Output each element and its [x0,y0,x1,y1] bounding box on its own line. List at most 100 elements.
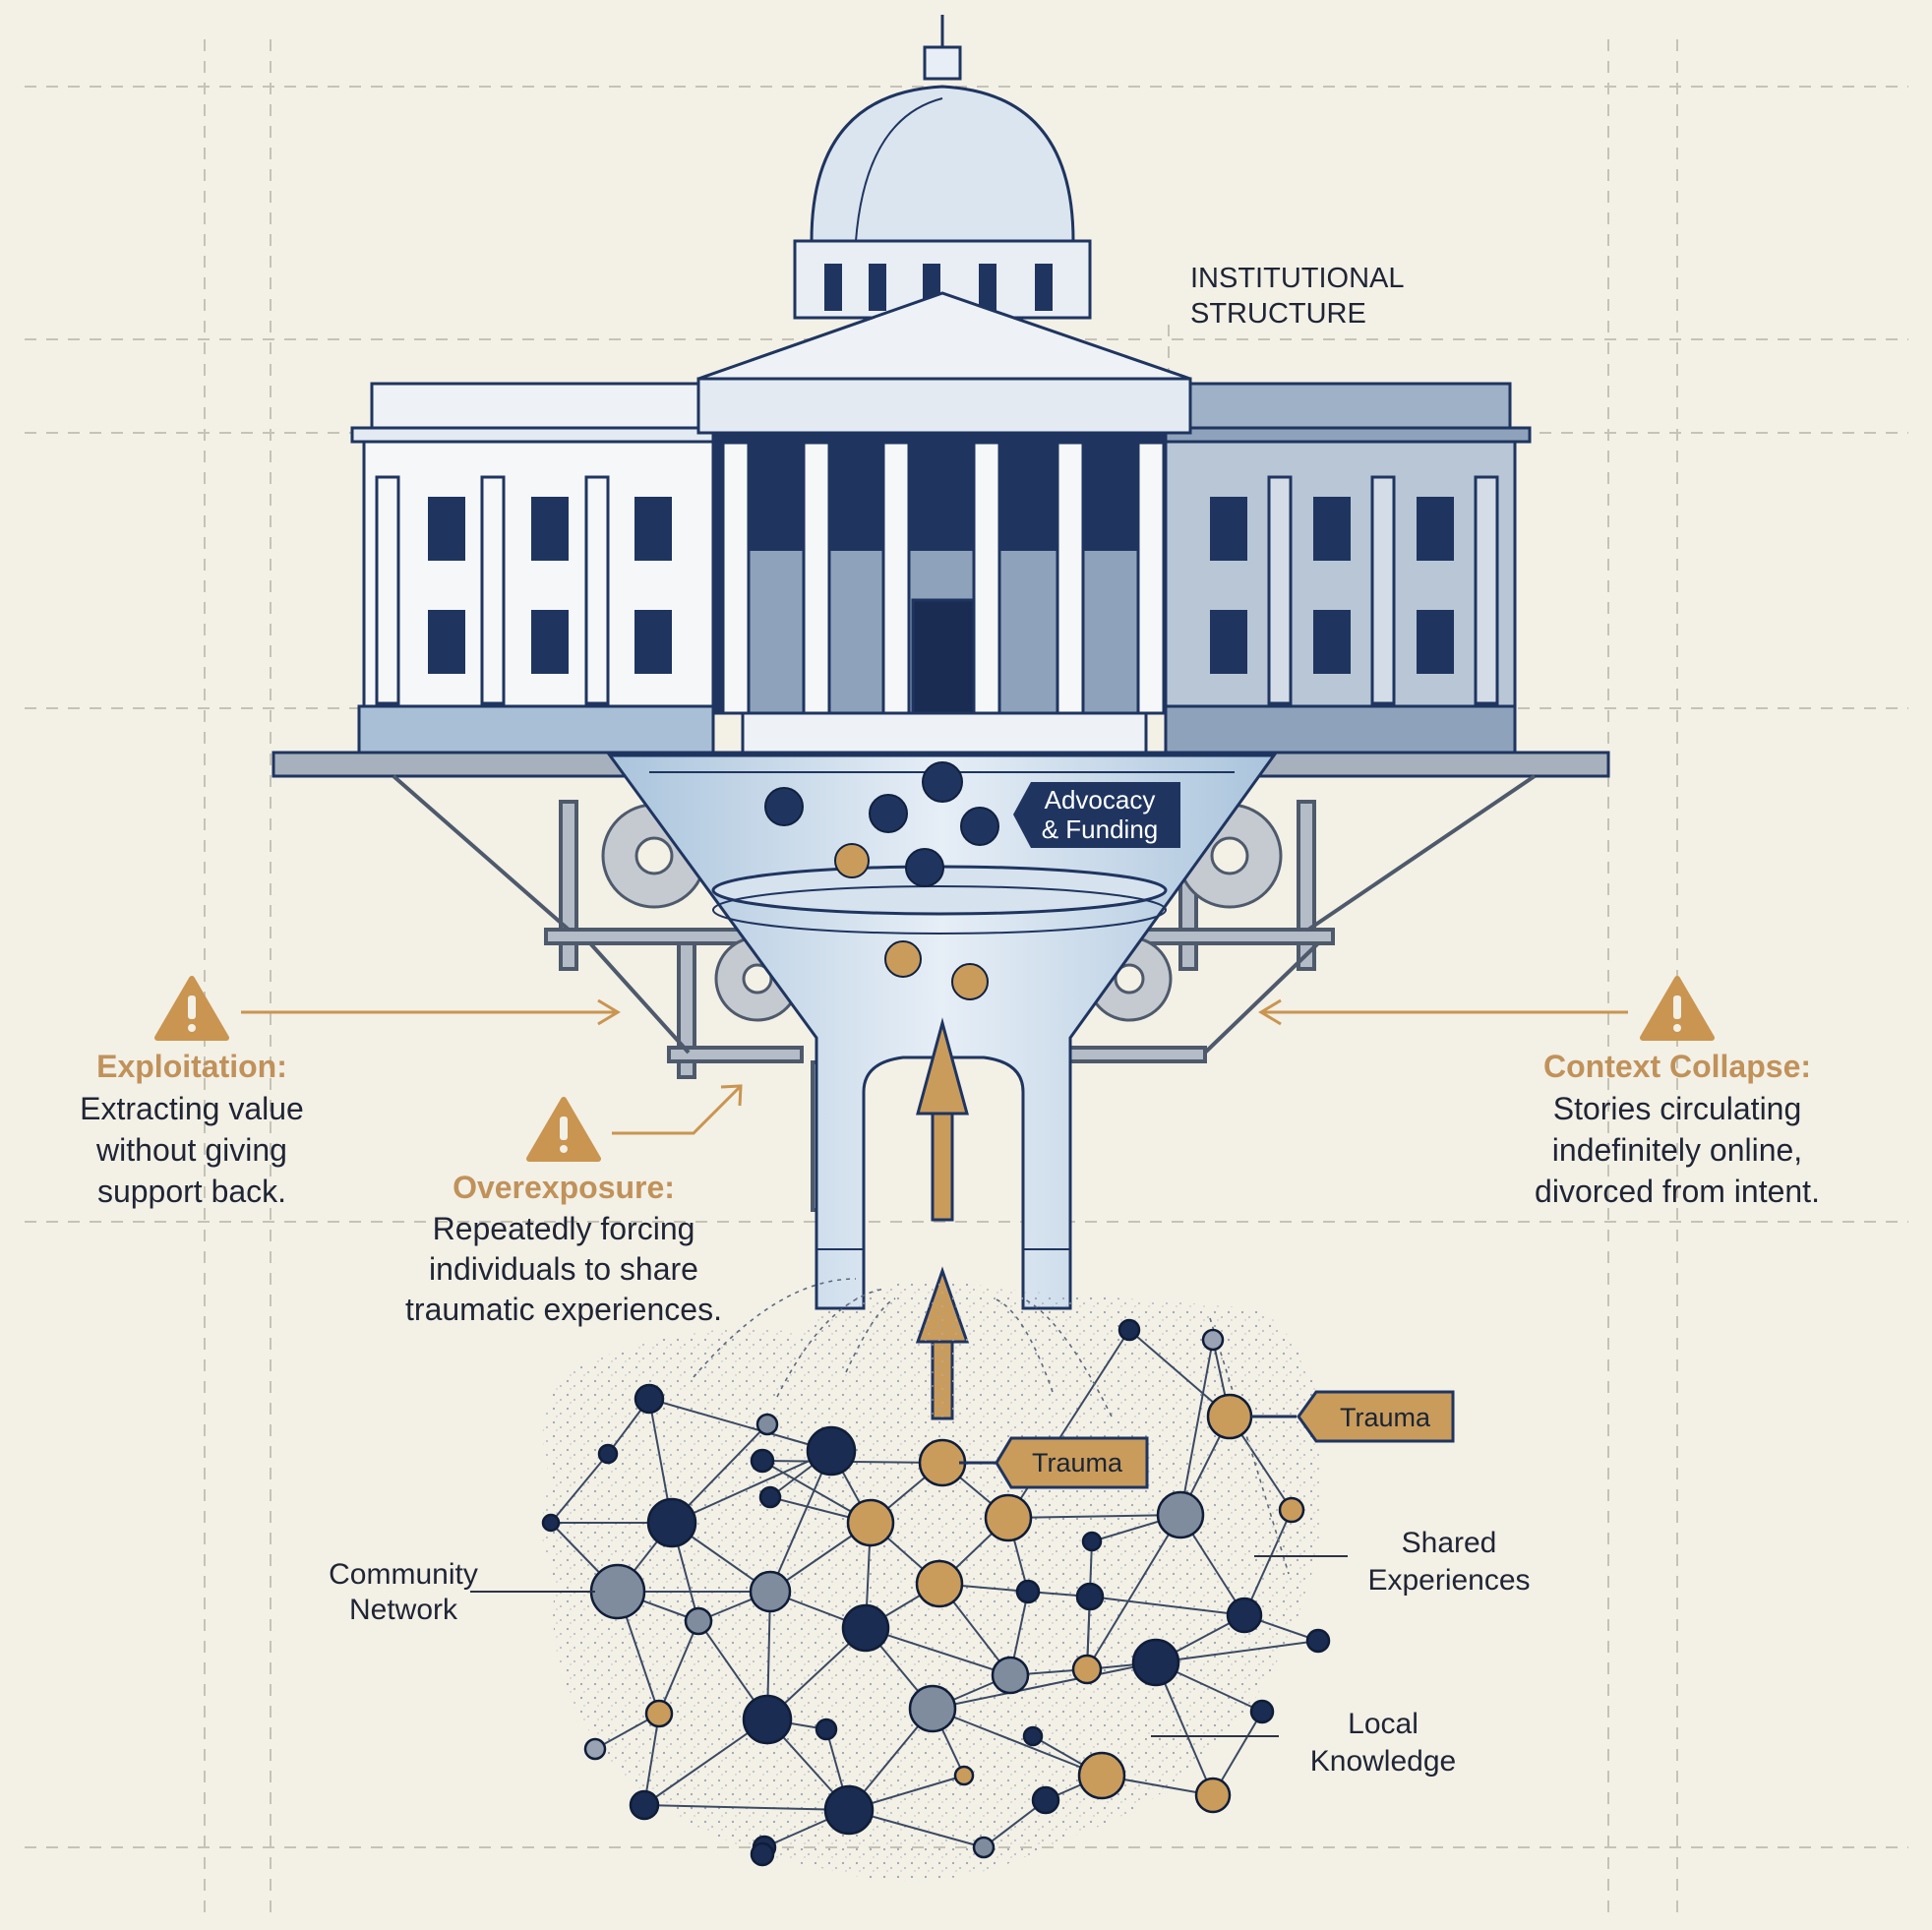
community-node [1015,1579,1041,1604]
advocacy-label-2: & Funding [1042,814,1159,844]
story-streams [693,1278,1290,1575]
community-node [991,1656,1030,1695]
institutional-label-2: STRUCTURE [1190,298,1366,330]
pediment [697,291,1191,381]
community-node [1031,1785,1060,1815]
trauma-node [1278,1496,1305,1524]
community-node [597,1443,619,1465]
network-edge [1179,1339,1214,1516]
context-collapse-text-2: indefinitely online, [1552,1132,1802,1168]
overexposure-text-2: individuals to share [429,1251,698,1287]
trauma-node [1206,1393,1253,1440]
network-edge [1243,1509,1293,1616]
network-edge [1155,1661,1214,1796]
community-node [742,1694,793,1745]
exploitation-callout: Exploitation: Extracting value without g… [80,976,621,1209]
trauma-node [915,1559,964,1608]
trauma-label-1: Trauma [1032,1448,1123,1478]
local-label-2: Knowledge [1310,1745,1456,1778]
community-node [815,1718,838,1741]
network-edge [932,1708,1103,1777]
community-node [823,1784,875,1836]
community-node [750,1448,775,1474]
overexposure-title: Overexposure: [453,1170,675,1205]
community-node [1305,1628,1331,1654]
trauma-label-2: Trauma [1340,1403,1431,1432]
dome-lantern [923,45,962,81]
community-network-label: Community Network [329,1558,595,1626]
institution-building [272,15,1610,778]
network-nodes [541,1318,1331,1867]
shared-experiences-label: Shared Experiences [1254,1527,1531,1597]
network-edge [1007,1514,1181,1519]
trauma-node [953,1765,975,1786]
trauma-node [918,1438,967,1487]
community-node [750,1841,775,1867]
network-edge [1089,1596,1245,1616]
institutional-label-1: INSTITUTIONAL [1190,263,1405,294]
trauma-tag-2: Trauma [1251,1390,1455,1443]
community-node [1201,1328,1225,1352]
exploitation-text-1: Extracting value [80,1091,304,1126]
exploitation-title: Exploitation: [96,1049,287,1084]
trauma-node [1071,1654,1103,1685]
advocacy-funding-tag: Advocacy & Funding [1013,782,1180,848]
community-label-1: Community [329,1558,478,1591]
community-node [1022,1725,1044,1747]
community-node [908,1684,957,1733]
community-node [1226,1597,1263,1634]
community-node [972,1836,996,1859]
network-edge [658,1620,699,1715]
trauma-node [1077,1751,1126,1800]
warning-icon [526,1097,601,1162]
community-node [1156,1490,1205,1539]
network-edge [643,1804,850,1811]
network-edge [671,1450,832,1524]
shared-label-1: Shared [1402,1527,1497,1559]
institutional-structure-label: INSTITUTIONAL STRUCTURE [1190,263,1405,330]
trauma-tag-1: Trauma [959,1436,1149,1489]
warning-icon [154,976,229,1041]
trauma-node [984,1493,1033,1542]
overexposure-callout: Overexposure: Repeatedly forcing individ… [405,1084,743,1327]
community-node [541,1513,561,1533]
community-network [541,1278,1331,1882]
network-edge [643,1713,660,1806]
network-edge [932,1661,1157,1710]
warning-icon [1640,976,1715,1041]
trauma-node [846,1498,895,1547]
exploitation-text-2: without giving [95,1132,287,1168]
community-node [841,1603,890,1653]
community-node [1117,1318,1141,1342]
community-label-2: Network [349,1594,458,1626]
community-node [646,1497,697,1548]
dome [810,85,1075,243]
context-collapse-title: Context Collapse: [1543,1049,1811,1084]
advocacy-label-1: Advocacy [1045,785,1156,814]
community-node [589,1563,646,1620]
funding-particles [764,761,999,1000]
local-knowledge-label: Local Knowledge [1151,1708,1456,1778]
context-collapse-callout: Context Collapse: Stories circulating in… [1258,976,1820,1209]
overexposure-text-1: Repeatedly forcing [433,1211,695,1246]
community-node [634,1383,665,1415]
network-edge [1086,1514,1181,1670]
network-edge [769,1450,832,1593]
community-node [629,1789,660,1821]
community-node [1249,1699,1275,1724]
network-edge [865,1627,1011,1676]
local-label-1: Local [1348,1708,1419,1740]
community-node [1081,1531,1103,1552]
network-edge [643,1719,768,1806]
community-node [758,1485,782,1509]
network-edge [1155,1640,1319,1663]
context-collapse-text-3: divorced from intent. [1535,1174,1820,1209]
network-edge [550,1453,609,1524]
community-node [755,1413,779,1436]
community-node [1131,1638,1180,1687]
community-node [1075,1582,1105,1611]
community-node [749,1570,792,1613]
community-node [583,1737,607,1761]
